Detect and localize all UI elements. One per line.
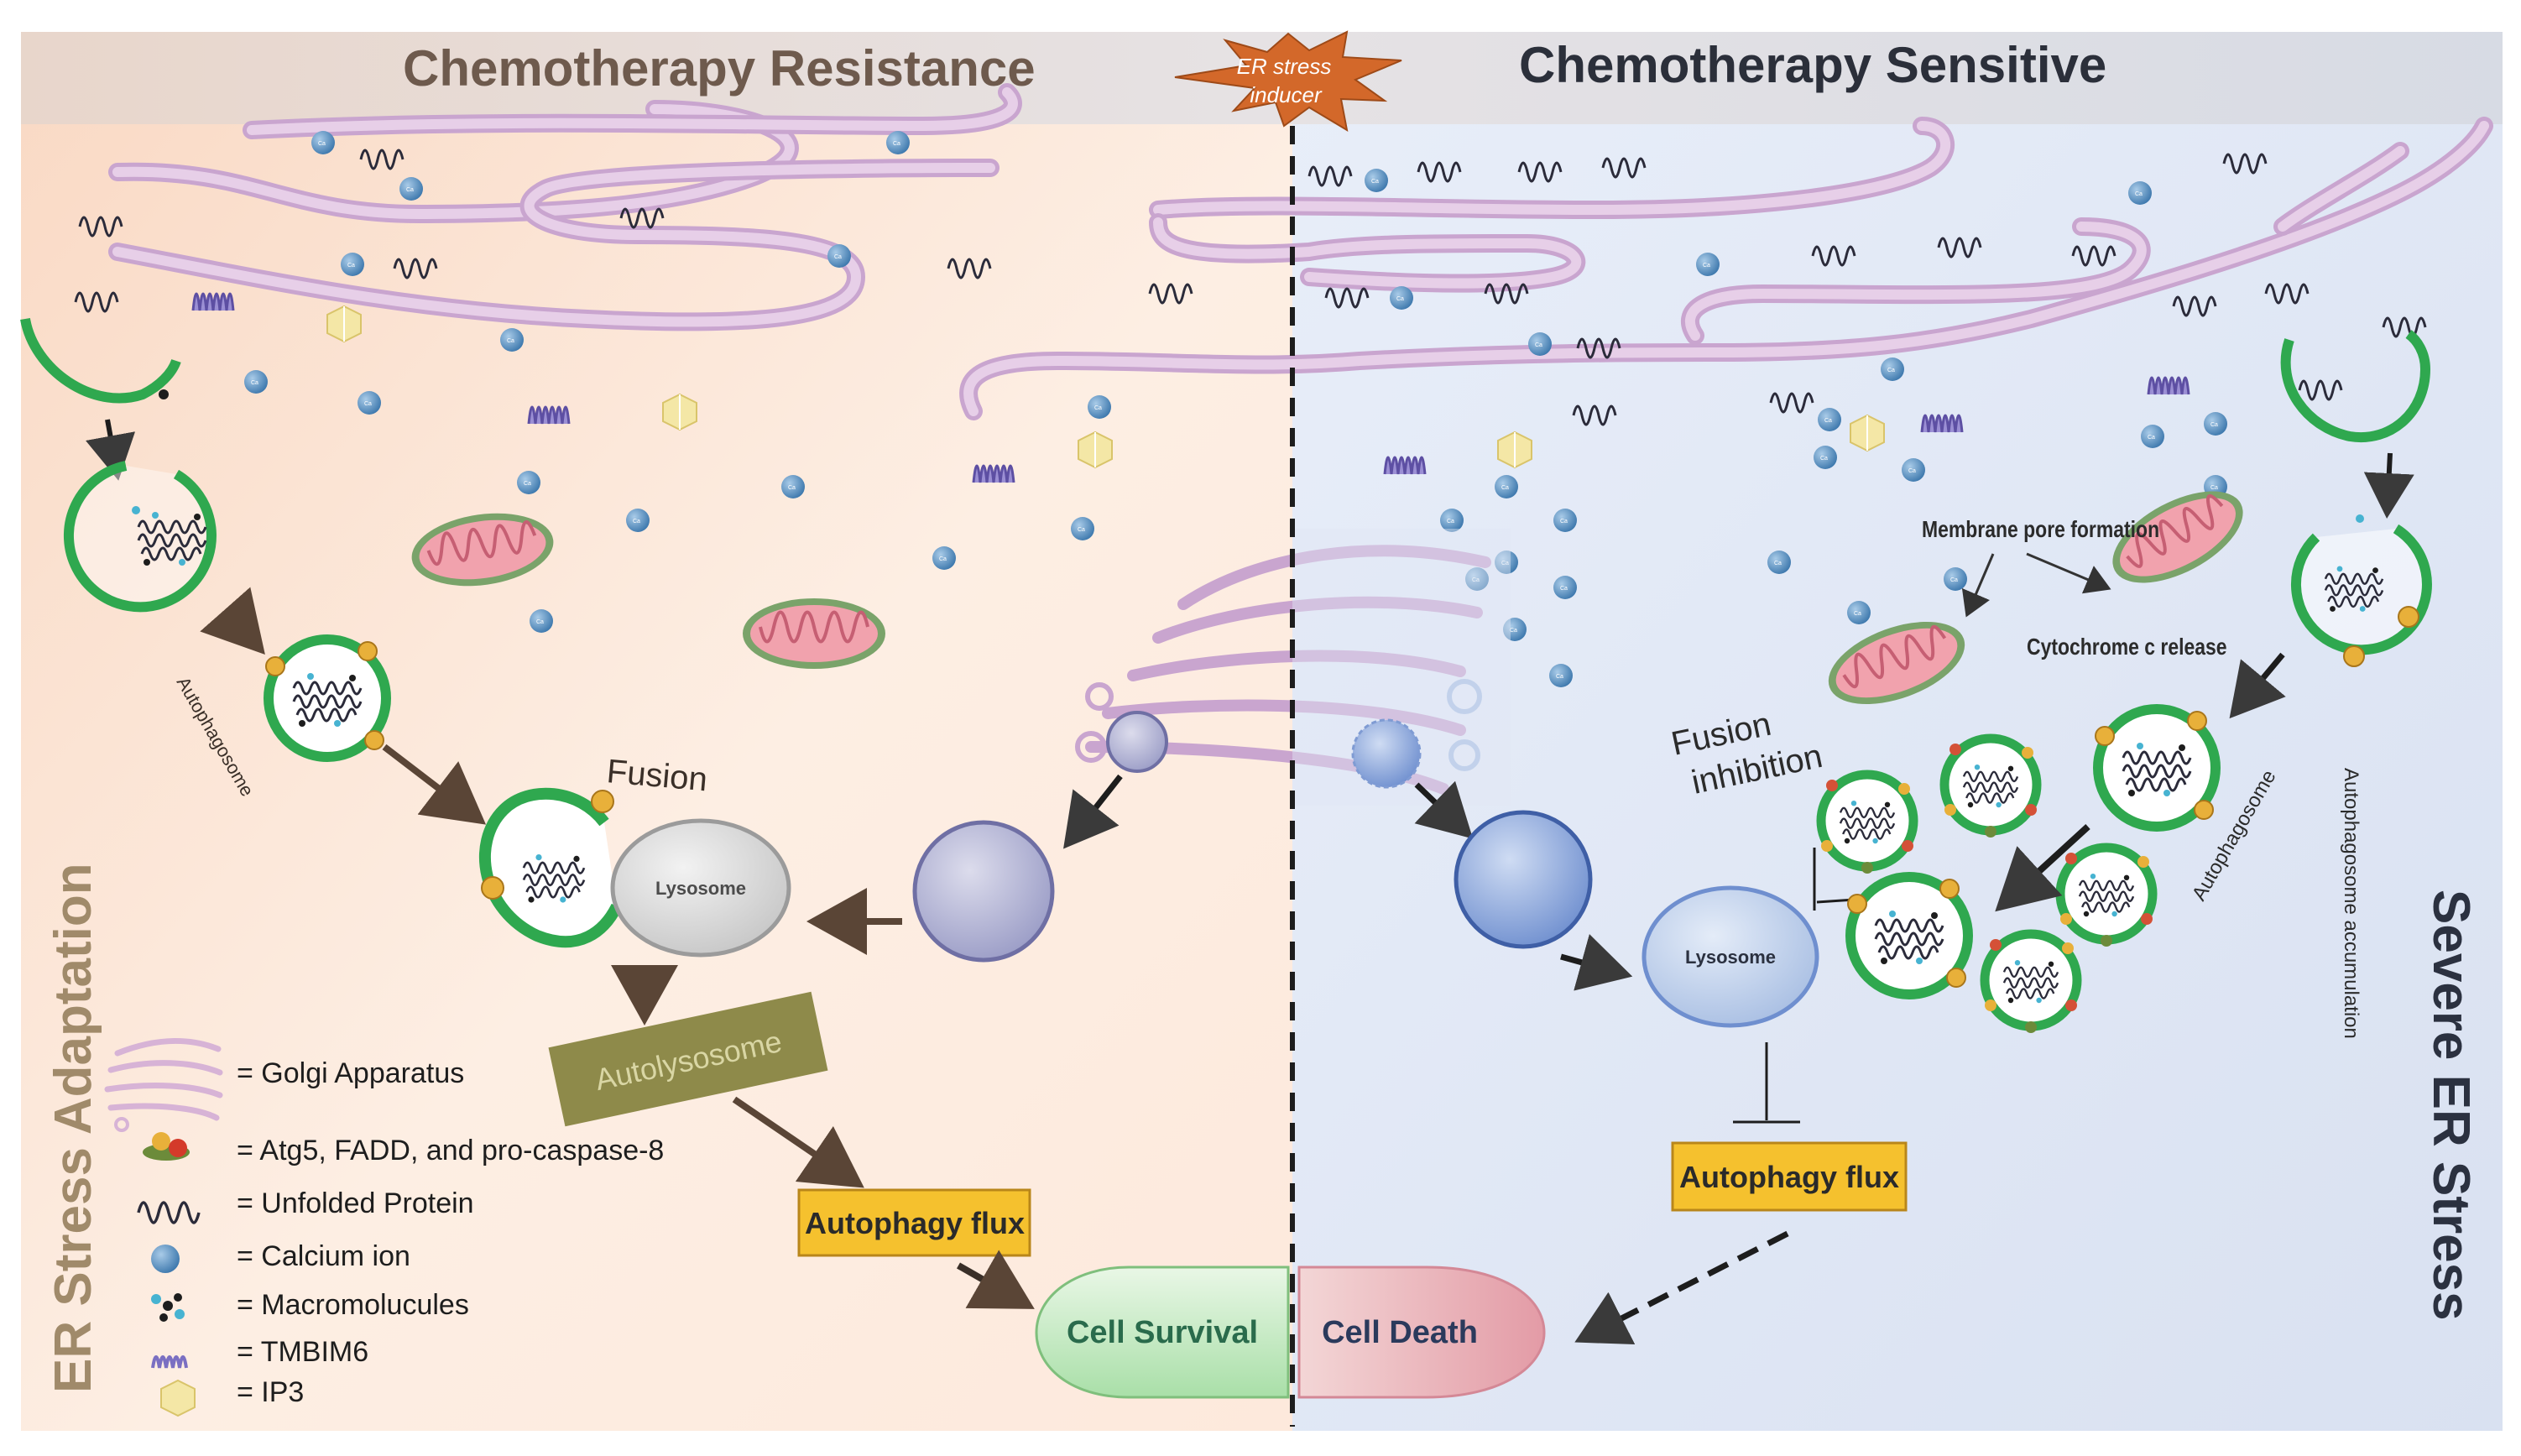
- arrow-pore-to-mito-right: [2026, 552, 2111, 594]
- arrow-right-isolation-to-autophagosome: [2229, 652, 2286, 719]
- er-membrane-right: [1149, 117, 2409, 345]
- inducer-label-line2: inducer: [1250, 82, 1323, 107]
- membrane-pore-label: Membrane pore formation: [1922, 517, 2159, 543]
- left-autophagosome: [266, 639, 386, 757]
- er-membrane-left: [108, 83, 2493, 420]
- er-stress-inducer-burst: ER stress inducer: [1174, 30, 1402, 133]
- left-lysosome-label: Lysosome: [655, 878, 746, 899]
- left-autophagy-flux-label: Autophagy flux: [805, 1206, 1025, 1240]
- right-autophagy-flux-box: [1671, 1141, 1908, 1212]
- left-title: Chemotherapy Resistance: [403, 40, 1036, 97]
- legend-label-golgi: = Golgi Apparatus: [237, 1057, 464, 1089]
- tmbim6-icon: [151, 1355, 188, 1369]
- arrow-autolysosome-to-flux: [732, 1096, 864, 1188]
- arrow-isolation-to-autophagosome: [200, 587, 265, 655]
- ip3-icon: [160, 1379, 196, 1417]
- autolysosome-box: Autolysosome: [548, 991, 828, 1127]
- cell-death-shape: [1297, 1266, 1546, 1399]
- left-golgi-vesicle: [1106, 711, 1168, 773]
- autophagosome-accumulation-label: Autophagosome accumulation: [2340, 768, 2362, 1039]
- left-isolation-membrane: [63, 461, 217, 613]
- protein-complex-icon: [143, 1132, 190, 1161]
- left-phagophore: [20, 317, 181, 404]
- calcium-ion-icon: [151, 1245, 180, 1273]
- legend-label-tmbim6: = TMBIM6: [237, 1336, 368, 1368]
- legend-label-calcium: = Calcium ion: [237, 1240, 410, 1272]
- arrow-autophagosome-to-fusion: [382, 744, 487, 825]
- cell-survival-shape: [1035, 1266, 1290, 1399]
- right-endosome: [1454, 810, 1593, 949]
- legend-label-ip3: = IP3: [237, 1376, 304, 1408]
- arrow-autophagosome-to-cluster: [1995, 824, 2090, 912]
- left-autophagy-flux-box: [797, 1188, 1031, 1257]
- right-golgi-vesicle: [1351, 718, 1422, 789]
- arrow-flux-to-survival: [957, 1250, 1035, 1309]
- unfolded-protein-icon: [137, 1201, 201, 1224]
- cytochrome-label: Cytochrome c release: [2027, 634, 2227, 660]
- inducer-label-line1: ER stress: [1237, 54, 1332, 79]
- legend-label-macro: = Macromolucules: [237, 1289, 469, 1321]
- legend: = Golgi Apparatus = Atg5, FADD, and pro-…: [104, 1038, 664, 1417]
- right-phagophore: [2280, 330, 2431, 443]
- golgi-icon: [104, 1038, 223, 1132]
- left-side-label: ER Stress Adaptation: [44, 863, 102, 1393]
- cell-death-label: Cell Death: [1322, 1315, 1478, 1350]
- arrow-right-vesicle-to-endosome: [1414, 780, 1474, 839]
- right-isolation-membrane: [2291, 514, 2432, 667]
- fusion-label: Fusion: [605, 753, 708, 798]
- legend-label-complex: = Atg5, FADD, and pro-caspase-8: [237, 1135, 664, 1166]
- arrow-phagophore-to-isolation: [86, 419, 136, 481]
- right-lysosome: [1642, 885, 1819, 1028]
- macromolecule-icon: [151, 1293, 185, 1322]
- right-side-label: Severe ER Stress: [2422, 890, 2480, 1321]
- right-title: Chemotherapy Sensitive: [1519, 37, 2106, 93]
- arrow-endosome-to-right-lysosome: [1560, 934, 1633, 991]
- left-endosome: [912, 820, 1055, 963]
- left-fusion-complex: Lysosome: [479, 787, 791, 958]
- right-lysosome-label: Lysosome: [1685, 947, 1776, 968]
- golgi-apparatus: [1075, 545, 1491, 795]
- arrow-golgi-vesicle-to-endosome: [1063, 774, 1123, 849]
- cell-survival-label: Cell Survival: [1067, 1315, 1258, 1350]
- arrow-right-phagophore-to-isolation: [2363, 452, 2414, 519]
- arrow-flux-to-death: [1574, 1230, 1789, 1345]
- right-autophagy-flux-label: Autophagy flux: [1679, 1160, 1899, 1194]
- legend-label-unfolded: = Unfolded Protein: [237, 1187, 474, 1219]
- arrow-pore-to-mito-left: [1961, 553, 1995, 618]
